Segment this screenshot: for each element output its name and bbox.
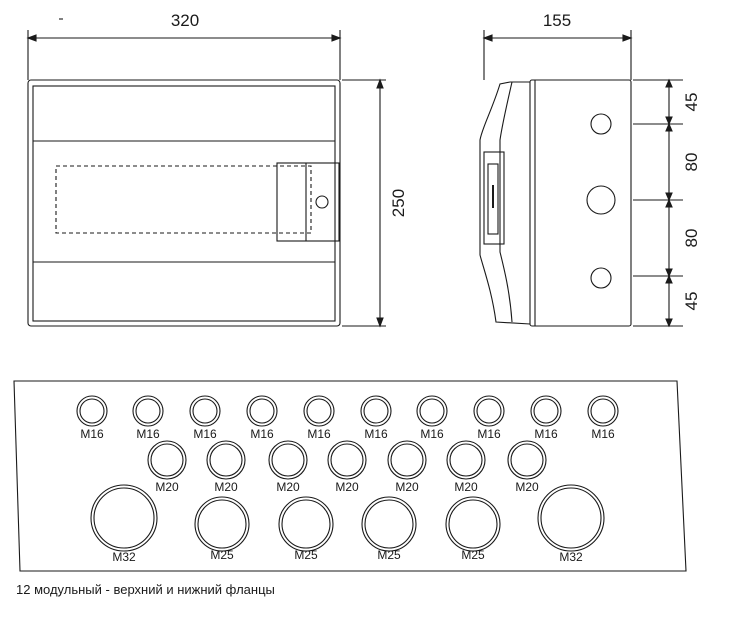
flange-hole-inner-2-6 xyxy=(449,443,483,477)
side-segment-label-3: 80 xyxy=(682,229,701,248)
flange-hole-inner-3-6 xyxy=(540,487,602,549)
flange-hole-inner-3-4 xyxy=(364,499,414,549)
front-latch-screw xyxy=(315,195,329,209)
flange-hole-inner-3-5 xyxy=(448,499,498,549)
flange-hole-1-2 xyxy=(132,395,164,427)
side-hole-top xyxy=(590,113,612,135)
flange-hole-label: M16 xyxy=(420,427,444,441)
flange-hole-label: M20 xyxy=(155,480,179,494)
flange-outline xyxy=(13,380,687,572)
flange-hole-inner-1-2 xyxy=(135,398,161,424)
side-depth-label: 155 xyxy=(543,11,571,30)
flange-hole-inner-1-9 xyxy=(533,398,559,424)
flange-hole-2-1 xyxy=(147,440,187,480)
flange-hole-label: M16 xyxy=(80,427,104,441)
flange-hole-1-8 xyxy=(473,395,505,427)
flange-hole-2-3 xyxy=(268,440,308,480)
flange-hole-1-6 xyxy=(360,395,392,427)
flange-hole-label: M16 xyxy=(193,427,217,441)
flange-hole-inner-2-7 xyxy=(510,443,544,477)
front-width-label: 320 xyxy=(171,11,199,30)
front-view xyxy=(27,79,341,327)
flange-hole-inner-1-3 xyxy=(192,398,218,424)
flange-hole-label: M32 xyxy=(112,550,136,564)
flange-hole-label: M20 xyxy=(335,480,359,494)
flange-hole-label: M20 xyxy=(454,480,478,494)
flange-hole-label: M16 xyxy=(250,427,274,441)
flange-hole-label: M20 xyxy=(276,480,300,494)
flange-hole-3-1 xyxy=(90,484,158,552)
flange-hole-label: M25 xyxy=(377,548,401,562)
side-depth-dimension xyxy=(482,30,633,80)
flange-hole-3-6 xyxy=(537,484,605,552)
flange-hole-3-4 xyxy=(361,496,417,552)
flange-hole-inner-1-8 xyxy=(476,398,502,424)
flange-hole-1-7 xyxy=(416,395,448,427)
flange-hole-2-6 xyxy=(446,440,486,480)
front-height-label: 250 xyxy=(389,189,408,217)
flange-hole-3-3 xyxy=(278,496,334,552)
flange-hole-inner-3-3 xyxy=(281,499,331,549)
flange-hole-inner-2-1 xyxy=(150,443,184,477)
flange-hole-inner-1-1 xyxy=(79,398,105,424)
flange-hole-inner-1-6 xyxy=(363,398,389,424)
side-latch xyxy=(483,151,505,245)
flange-hole-inner-1-10 xyxy=(590,398,616,424)
side-view xyxy=(479,79,632,327)
flange-hole-3-5 xyxy=(445,496,501,552)
side-segment-dimensions xyxy=(633,78,683,328)
side-hole-bottom xyxy=(590,267,612,289)
flange-hole-inner-2-2 xyxy=(209,443,243,477)
flange-hole-inner-1-5 xyxy=(306,398,332,424)
side-segment-label-1: 45 xyxy=(682,93,701,112)
side-hole-middle xyxy=(586,185,616,215)
front-height-dimension xyxy=(342,78,386,328)
flange-hole-1-9 xyxy=(530,395,562,427)
front-inner-frame xyxy=(32,85,336,322)
flange-hole-2-5 xyxy=(387,440,427,480)
flange-hole-label: M16 xyxy=(591,427,615,441)
flange-hole-2-4 xyxy=(327,440,367,480)
flange-hole-label: M20 xyxy=(515,480,539,494)
flange-hole-inner-3-1 xyxy=(93,487,155,549)
flange-hole-2-7 xyxy=(507,440,547,480)
flange-hole-2-2 xyxy=(206,440,246,480)
flange-hole-inner-2-4 xyxy=(330,443,364,477)
front-width-dimension xyxy=(26,30,342,80)
flange-hole-label: M25 xyxy=(294,548,318,562)
side-segment-label-2: 80 xyxy=(682,153,701,172)
flange-hole-label: M16 xyxy=(364,427,388,441)
flange-hole-label: M16 xyxy=(477,427,501,441)
flange-hole-3-2 xyxy=(194,496,250,552)
front-window-dashed xyxy=(55,165,312,234)
flange-hole-1-4 xyxy=(246,395,278,427)
flange-hole-inner-1-4 xyxy=(249,398,275,424)
flange-hole-inner-2-3 xyxy=(271,443,305,477)
side-body xyxy=(529,79,632,327)
flange-hole-1-5 xyxy=(303,395,335,427)
flange-hole-label: M32 xyxy=(559,550,583,564)
flange-hole-label: M25 xyxy=(210,548,234,562)
flange-hole-1-10 xyxy=(587,395,619,427)
flange-hole-label: M20 xyxy=(395,480,419,494)
flange-hole-inner-2-5 xyxy=(390,443,424,477)
front-outer-frame xyxy=(27,79,341,327)
caption: 12 модульный - верхний и нижний фланцы xyxy=(16,582,275,597)
flange-hole-1-3 xyxy=(189,395,221,427)
side-front-profile-inner xyxy=(499,81,513,323)
flange-hole-label: M16 xyxy=(136,427,160,441)
side-segment-label-4: 45 xyxy=(682,292,701,311)
flange-hole-label: M20 xyxy=(214,480,238,494)
flange-hole-label: M16 xyxy=(307,427,331,441)
flange-hole-1-1 xyxy=(76,395,108,427)
side-front-profile xyxy=(479,81,531,325)
side-latch-window xyxy=(487,163,499,235)
flange-hole-inner-1-7 xyxy=(419,398,445,424)
front-latch xyxy=(276,162,340,242)
flange-hole-label: M16 xyxy=(534,427,558,441)
flange-hole-inner-3-2 xyxy=(197,499,247,549)
flange-hole-label: M25 xyxy=(461,548,485,562)
